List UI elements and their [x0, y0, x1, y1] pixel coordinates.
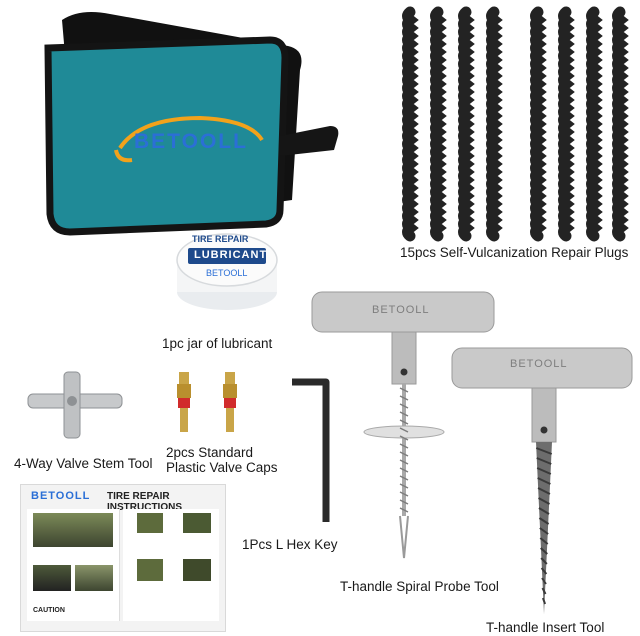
manual-title: TIRE REPAIR INSTRUCTIONS: [107, 491, 182, 513]
plug-strand: [558, 6, 575, 242]
plug-strand: [430, 6, 447, 242]
jar-label-line1: TIRE REPAIR: [192, 234, 249, 244]
valve-core: [177, 372, 191, 432]
jar-graphic: [176, 233, 278, 310]
plug-strand: [486, 6, 503, 242]
plug-strand: [612, 6, 629, 242]
plug-strand: [402, 6, 419, 242]
plugs-label: 15pcs Self-Vulcanization Repair Plugs: [400, 245, 629, 260]
valve-tool-graphic: [27, 371, 123, 439]
lubricant-jar: TIRE REPAIR LUBRICANT BETOOLL: [168, 220, 286, 320]
probe-tool: BETOOLL: [306, 288, 500, 568]
manual-photo: [183, 513, 211, 533]
repair-plugs: [392, 6, 632, 242]
manual-page-left: CAUTION: [27, 509, 120, 621]
pouch-graphic: [44, 12, 339, 236]
valve-caps-label-line1: 2pcs Standard: [166, 445, 254, 460]
manual-caution: CAUTION: [33, 607, 65, 614]
tool-pouch: BETOOLL: [0, 0, 340, 250]
hex-key-label: 1Pcs L Hex Key: [242, 537, 338, 552]
manual-photo: [183, 559, 211, 581]
valve-caps: [166, 370, 262, 440]
manual-photo: [75, 565, 113, 591]
manual-photo: [137, 513, 163, 533]
plug-strand: [530, 6, 547, 242]
pouch-brand-text: BETOOLL: [134, 130, 248, 153]
manual-photo: [33, 565, 71, 591]
valve-core: [223, 372, 237, 432]
probe-handle-brand: BETOOLL: [372, 304, 430, 316]
insert-tool-label: T-handle Insert Tool: [486, 620, 605, 635]
manual-photo: [137, 559, 163, 581]
hex-key: [286, 372, 336, 528]
insert-tool-graphic: [451, 347, 633, 614]
valve-caps-label-line2: Plastic Valve Caps: [166, 460, 278, 475]
plug-strand: [586, 6, 603, 242]
instruction-manual: BETOOLL TIRE REPAIR INSTRUCTIONS CAUTION: [20, 484, 226, 632]
jar-label-line2: LUBRICANT: [194, 249, 268, 261]
hex-key-graphic: [292, 378, 330, 522]
probe-tool-label: T-handle Spiral Probe Tool: [340, 579, 499, 594]
valve-caps-graphic: [177, 372, 237, 432]
jar-brand: BETOOLL: [206, 268, 248, 278]
manual-photo: [33, 513, 113, 547]
manual-brand: BETOOLL: [31, 490, 91, 502]
plugs-graphic: [402, 6, 629, 242]
manual-page-right: [123, 509, 219, 621]
probe-tool-graphic: [311, 291, 495, 559]
lubricant-label: 1pc jar of lubricant: [162, 336, 273, 351]
valve-stem-tool: [20, 368, 130, 444]
insert-tool: BETOOLL: [448, 344, 636, 616]
insert-handle-brand: BETOOLL: [510, 358, 568, 370]
plug-strand: [458, 6, 475, 242]
valve-tool-label: 4-Way Valve Stem Tool: [14, 456, 153, 471]
